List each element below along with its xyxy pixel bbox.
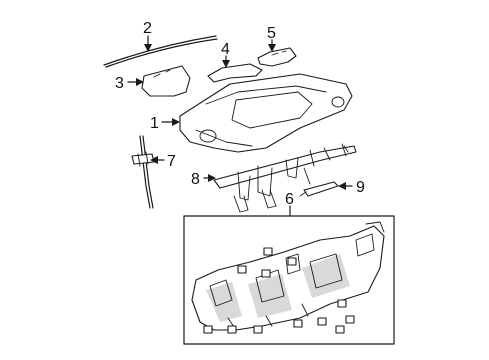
callout-1: 1 bbox=[150, 115, 159, 132]
part-8-support-beam bbox=[213, 143, 357, 213]
part-7-brace-rod bbox=[131, 135, 155, 209]
part-2-windshield-strip bbox=[103, 35, 218, 68]
callout-7: 7 bbox=[167, 153, 176, 170]
part-5-right-pad bbox=[257, 47, 297, 67]
part-1-instrument-panel bbox=[179, 73, 353, 153]
callout-4: 4 bbox=[221, 41, 230, 58]
part-9-bracket bbox=[299, 181, 339, 197]
callout-2: 2 bbox=[143, 20, 152, 37]
callout-5: 5 bbox=[267, 25, 276, 42]
callout-6: 6 bbox=[285, 191, 294, 208]
part-4-center-trim bbox=[207, 63, 263, 83]
callout-8: 8 bbox=[191, 171, 200, 188]
callout-labels: 2 3 4 5 1 7 8 9 6 bbox=[115, 20, 365, 208]
callout-9: 9 bbox=[356, 179, 365, 196]
part-3-left-pad bbox=[141, 65, 191, 97]
part-6-inset-box bbox=[183, 215, 395, 345]
leader-lines bbox=[127, 35, 353, 217]
callout-3: 3 bbox=[115, 75, 124, 92]
